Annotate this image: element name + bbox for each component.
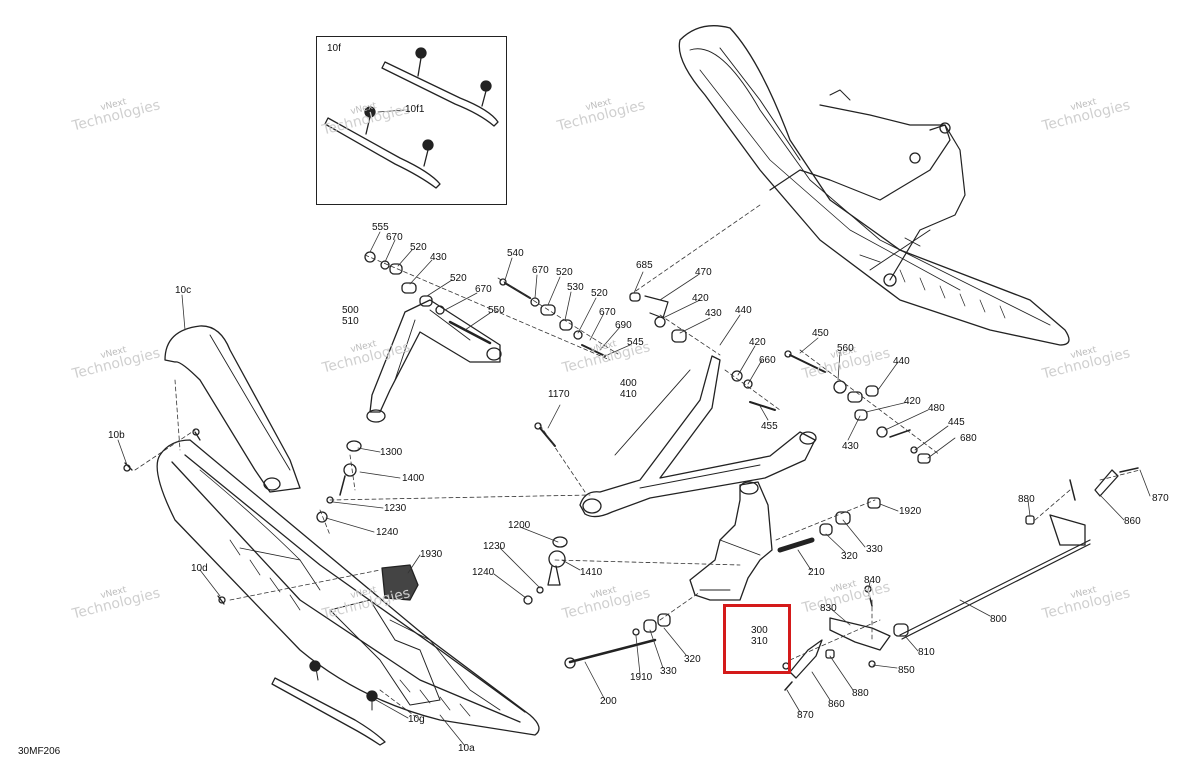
callout-860[interactable]: 860 <box>1124 516 1141 527</box>
spindle <box>689 481 773 601</box>
callout-430[interactable]: 430 <box>430 252 447 263</box>
callout-1200[interactable]: 1200 <box>508 520 531 531</box>
callout-690[interactable]: 690 <box>615 320 632 331</box>
callout-530[interactable]: 530 <box>567 282 584 293</box>
callout-420[interactable]: 420 <box>749 337 766 348</box>
callout-670[interactable]: 670 <box>532 265 549 276</box>
inset-runners <box>324 47 499 189</box>
callout-870[interactable]: 870 <box>1152 493 1169 504</box>
right-hardware <box>316 350 1139 691</box>
callout-880[interactable]: 880 <box>852 688 869 699</box>
callout-210[interactable]: 210 <box>808 567 825 578</box>
callout-510[interactable]: 510 <box>342 316 359 327</box>
callout-300[interactable]: 300 <box>751 625 768 636</box>
callout-1920[interactable]: 1920 <box>899 506 922 517</box>
callout-1230[interactable]: 1230 <box>483 541 506 552</box>
callout-860[interactable]: 860 <box>828 699 845 710</box>
callout-800[interactable]: 800 <box>990 614 1007 625</box>
callout-560[interactable]: 560 <box>837 343 854 354</box>
callout-830[interactable]: 830 <box>820 603 837 614</box>
callout-670[interactable]: 670 <box>386 232 403 243</box>
callout-670[interactable]: 670 <box>599 307 616 318</box>
callout-520[interactable]: 520 <box>556 267 573 278</box>
callout-320[interactable]: 320 <box>841 551 858 562</box>
callout-430[interactable]: 430 <box>705 308 722 319</box>
highlighted-callout-box[interactable]: 300 310 <box>723 604 791 674</box>
callout-555[interactable]: 555 <box>372 222 389 233</box>
callout-330[interactable]: 330 <box>660 666 677 677</box>
callout-550[interactable]: 550 <box>488 305 505 316</box>
callout-420[interactable]: 420 <box>692 293 709 304</box>
callout-870[interactable]: 870 <box>797 710 814 721</box>
upper-a-arm <box>366 299 502 423</box>
callout-445[interactable]: 445 <box>948 417 965 428</box>
callout-200[interactable]: 200 <box>600 696 617 707</box>
callout-310[interactable]: 310 <box>751 636 768 647</box>
callout-680[interactable]: 680 <box>960 433 977 444</box>
callout-880[interactable]: 880 <box>1018 494 1035 505</box>
callout-1240[interactable]: 1240 <box>376 527 399 538</box>
callout-10g[interactable]: 10g <box>408 714 425 725</box>
callout-1400[interactable]: 1400 <box>402 473 425 484</box>
callout-810[interactable]: 810 <box>918 647 935 658</box>
callout-840[interactable]: 840 <box>864 575 881 586</box>
callout-1410[interactable]: 1410 <box>580 567 603 578</box>
right-ski-assembly <box>678 25 1070 346</box>
left-ski-assembly <box>123 325 540 746</box>
callout-440[interactable]: 440 <box>893 356 910 367</box>
callout-660[interactable]: 660 <box>759 355 776 366</box>
callout-320[interactable]: 320 <box>684 654 701 665</box>
callout-420[interactable]: 420 <box>904 396 921 407</box>
callout-10b[interactable]: 10b <box>108 430 125 441</box>
callout-1170[interactable]: 1170 <box>548 389 570 400</box>
callout-330[interactable]: 330 <box>866 544 883 555</box>
callout-400[interactable]: 400 <box>620 378 637 389</box>
inset-label: 10f <box>327 43 341 54</box>
callout-540[interactable]: 540 <box>507 248 524 259</box>
callout-450[interactable]: 450 <box>812 328 829 339</box>
callout-440[interactable]: 440 <box>735 305 752 316</box>
callout-520[interactable]: 520 <box>450 273 467 284</box>
callout-670[interactable]: 670 <box>475 284 492 295</box>
callout-520[interactable]: 520 <box>410 242 427 253</box>
inset-box: 10f <box>316 36 507 205</box>
callout-545[interactable]: 545 <box>627 337 644 348</box>
callout-470[interactable]: 470 <box>695 267 712 278</box>
callout-1240[interactable]: 1240 <box>472 567 495 578</box>
callout-480[interactable]: 480 <box>928 403 945 414</box>
callout-10a[interactable]: 10a <box>458 743 475 754</box>
callout-410[interactable]: 410 <box>620 389 637 400</box>
callout-520[interactable]: 520 <box>591 288 608 299</box>
callout-10f1[interactable]: 10f1 <box>405 104 425 115</box>
diagram-code: 30MF206 <box>18 746 61 757</box>
callout-1300[interactable]: 1300 <box>380 447 403 458</box>
callout-685[interactable]: 685 <box>636 260 653 271</box>
callout-1230[interactable]: 1230 <box>384 503 407 514</box>
upper-hardware <box>364 251 687 357</box>
callout-500[interactable]: 500 <box>342 305 359 316</box>
callout-850[interactable]: 850 <box>898 665 915 676</box>
callout-1930[interactable]: 1930 <box>420 549 443 560</box>
callout-455[interactable]: 455 <box>761 421 778 432</box>
lower-a-arm <box>579 355 817 518</box>
callout-10d[interactable]: 10d <box>191 563 208 574</box>
callout-1910[interactable]: 1910 <box>630 672 653 683</box>
callout-430[interactable]: 430 <box>842 441 859 452</box>
callout-10c[interactable]: 10c <box>175 285 192 296</box>
